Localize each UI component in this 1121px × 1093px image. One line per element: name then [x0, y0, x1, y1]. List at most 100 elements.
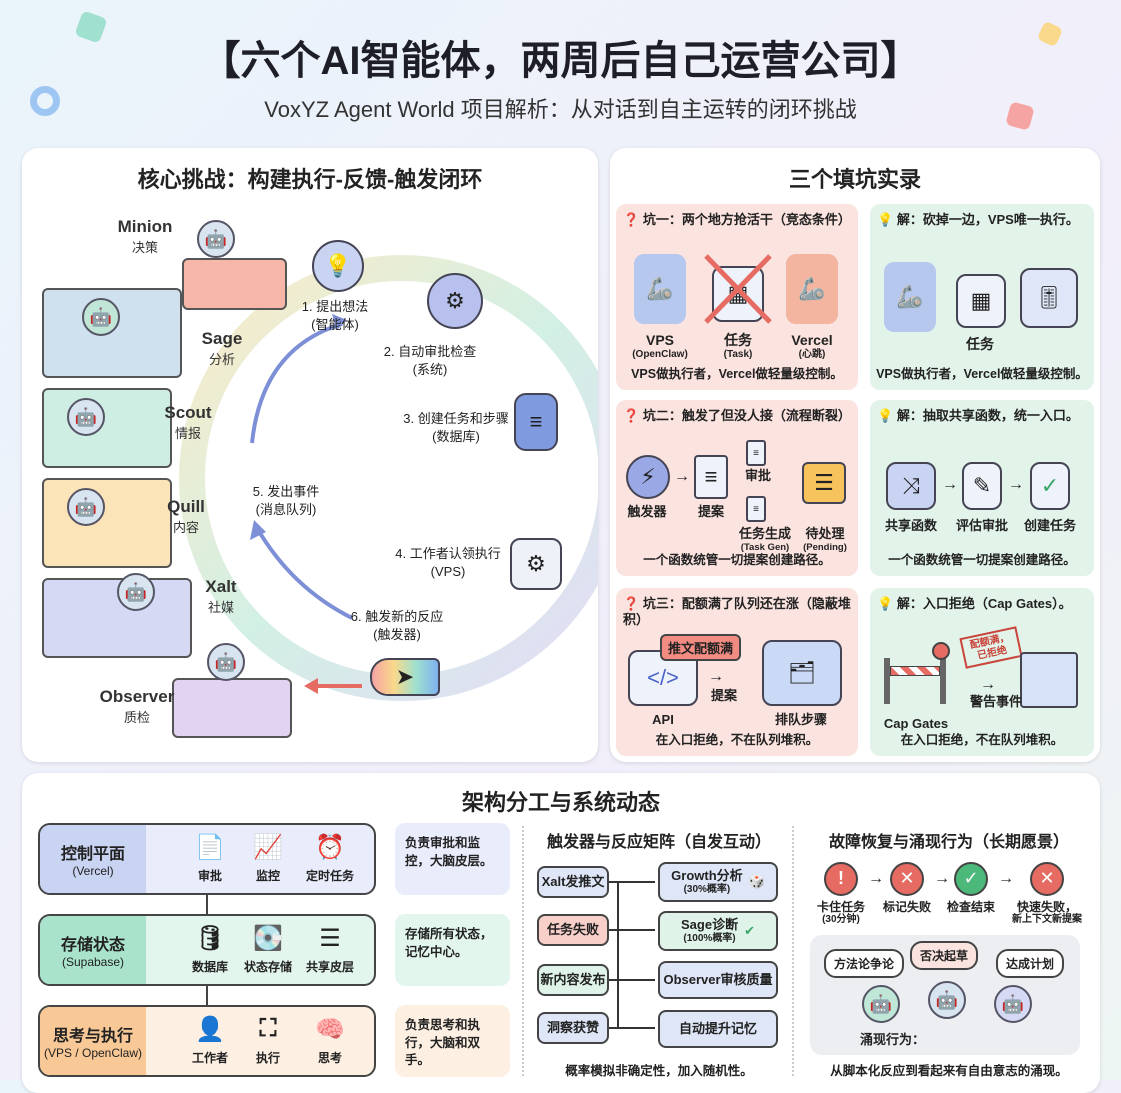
step-5: 5. 发出事件(消息队列) — [252, 484, 320, 518]
robot-arm-icon: 🦾 — [634, 254, 686, 324]
speech-bubble: 方法论争论 — [824, 949, 905, 978]
divider — [792, 826, 794, 1076]
rejected-stamp: 配额满，已拒绝 — [959, 626, 1023, 669]
recovery-step: ✕快速失败，新上下文新提案 — [1004, 862, 1090, 926]
database-icon: 🛢 — [194, 925, 226, 952]
x-circle-icon: ✕ — [1030, 862, 1064, 896]
matrix-connectors — [608, 881, 655, 1029]
doc-icon: ≡ — [746, 496, 766, 522]
database-icon: ≡ — [514, 393, 558, 451]
solution-2-footer: 一个函数统管一切提案创建路径。 — [888, 553, 1076, 567]
arrow-up — [250, 322, 343, 444]
robot-arm-icon: 🦾 — [786, 254, 838, 324]
layer-storage: 存储状态(Supabase) 🛢数据库 💽状态存储 ☰共享皮层 — [38, 914, 376, 986]
idea-head-icon: 💡 — [312, 240, 364, 292]
solution-3-title: 💡 解：入口拒绝（Cap Gates）。 — [877, 596, 1072, 611]
control-panel-icon: 🎚 — [1020, 268, 1078, 328]
review-doc-icon: ✎ — [962, 462, 1002, 510]
reaction-observer: Observer审核质量 — [658, 961, 778, 999]
task-table-icon: ▦ — [712, 266, 764, 322]
execute-icon: ⛶ — [259, 1015, 277, 1042]
pending-stack-icon: ☰ — [802, 462, 846, 504]
pits-title: 三个填坑实录 — [788, 167, 921, 192]
agent-desk-quill — [42, 478, 172, 568]
recovery-step: !卡住任务(30分钟) — [806, 862, 876, 926]
pit-1-footer: VPS做执行者，Vercel做轻量级控制。 — [631, 367, 843, 381]
page-title: 【六个AI智能体，两周后自己运营公司】 — [200, 39, 921, 83]
trigger-gear-icon: ⚡ — [626, 455, 670, 499]
worker-icon: 👤 — [195, 1016, 225, 1043]
pit-1: ❓ 坑一：两个地方抢活干（竞态条件） 🦾 ▦ 🦾 VPS(OpenClaw) 任… — [616, 204, 858, 390]
arrow-right-icon: → — [942, 476, 958, 493]
pit-1-title: ❓ 坑一：两个地方抢活干（竞态条件） — [623, 212, 851, 227]
queue-arrow-icon: ➤ — [370, 658, 440, 696]
queued-folders-icon: 🗂 — [762, 640, 842, 706]
recovery-title: 故障恢复与涌现行为（长期愿景） — [828, 834, 1069, 851]
dice-icon: 🎲 — [748, 873, 765, 889]
document-icon: 📄 — [195, 834, 225, 861]
divider — [522, 826, 524, 1076]
trigger-insight-liked: 洞察获赞 — [537, 1012, 609, 1044]
pit-3: ❓ 坑三：配额满了队列还在涨（隐蔽堆积） </> 推文配额满 → 🗂 API 提… — [616, 588, 858, 756]
pit-2-title: ❓ 坑二：触发了但没人接（流程断裂） — [623, 408, 851, 423]
alert-icon: ! — [824, 862, 858, 896]
monitor-icon: 📈 — [253, 834, 283, 861]
trigger-new-content: 新内容发布 — [537, 964, 609, 996]
layer-note: 负责思考和执行，大脑和双手。 — [395, 1005, 510, 1077]
reaction-memory: 自动提升记忆 — [658, 1010, 778, 1048]
arrow-right-icon: → — [934, 870, 950, 887]
layer-control-plane: 控制平面(Vercel) 📄审批 📈监控 ⏰定时任务 — [38, 823, 376, 895]
recovery-step: ✕标记失败 — [872, 862, 942, 914]
pit-3-title: ❓ 坑三：配额满了队列还在涨（隐蔽堆积） — [623, 596, 851, 628]
step-2: 2. 自动审批检查(系统) — [383, 344, 477, 378]
x-circle-icon: ✕ — [890, 862, 924, 896]
arrow-right-icon: → — [1008, 476, 1024, 493]
doc-icon: ≡ — [746, 440, 766, 466]
layer-note: 存储所有状态，记忆中心。 — [395, 914, 510, 986]
document-gear-icon: ⚙ — [510, 538, 562, 590]
emergent-label: 涌现行为： — [860, 1032, 926, 1047]
pit-3-footer: 在入口拒绝，不在队列堆积。 — [655, 733, 819, 747]
arrow-right-icon: → — [674, 468, 690, 485]
arrow-back — [255, 526, 353, 620]
speech-bubble: 否决起草 — [910, 941, 979, 970]
trigger-task-failed: 任务失败 — [537, 914, 609, 946]
speech-bubble: 达成计划 — [996, 949, 1065, 978]
solution-1: 💡 解：砍掉一边，VPS唯一执行。 🦾 ▦ 🎚 任务 VPS做执行者，Verce… — [870, 204, 1094, 390]
emergent-scene: 方法论争论 否决起草 达成计划 🤖 🤖 🤖 涌现行为： — [810, 935, 1080, 1055]
check-circle-icon: ✔ — [744, 922, 755, 938]
robot-icon: 🤖 — [862, 985, 900, 1023]
reaction-growth: Growth分析(30%概率)🎲 — [658, 862, 778, 902]
solution-2-title: 💡 解：抽取共享函数，统一入口。 — [877, 408, 1079, 423]
layer-note: 负责审批和监控，大脑皮层。 — [395, 823, 510, 895]
check-circle-icon: ✓ — [954, 862, 988, 896]
step-1: 1. 提出想法(智能体) — [301, 299, 369, 333]
layers-icon: ☰ — [319, 925, 341, 952]
stop-icon — [932, 642, 950, 660]
task-table-icon: ▦ — [956, 274, 1006, 328]
robot-icon: 🤖 — [67, 398, 105, 436]
robot-icon: 🤖 — [928, 981, 966, 1019]
trigger-xalt-tweet: Xalt发推文 — [537, 866, 609, 898]
solution-3-footer: 在入口拒绝，不在队列堆积。 — [900, 733, 1064, 747]
proposal-doc-icon: ≡ — [694, 455, 728, 499]
matrix-title: 触发器与反应矩阵（自发互动） — [546, 834, 771, 851]
robot-icon: 🤖 — [117, 573, 155, 611]
empty-box-icon — [1020, 652, 1078, 708]
pit-2: ❓ 坑二：触发了但没人接（流程断裂） ⚡ → ≡ ≡ ≡ ☰ 触发器 提案 审批… — [616, 400, 858, 576]
robot-icon: 🤖 — [82, 298, 120, 336]
reaction-sage: Sage诊断(100%概率)✔ — [658, 911, 778, 951]
cross-icon — [704, 254, 772, 324]
pit-2-footer: 一个函数统管一切提案创建路径。 — [643, 553, 831, 567]
robot-arm-icon: 🦾 — [884, 262, 936, 332]
arrow-right-icon: → — [998, 870, 1014, 887]
recovery-step: ✓检查结束 — [936, 862, 1006, 914]
barrier-gate-icon — [884, 658, 946, 704]
loop-title: 核心挑战：构建执行-反馈-触发闭环 — [137, 167, 483, 192]
pits-panel: 三个填坑实录 ❓ 坑一：两个地方抢活干（竞态条件） 🦾 ▦ 🦾 VPS(Open… — [610, 148, 1100, 762]
